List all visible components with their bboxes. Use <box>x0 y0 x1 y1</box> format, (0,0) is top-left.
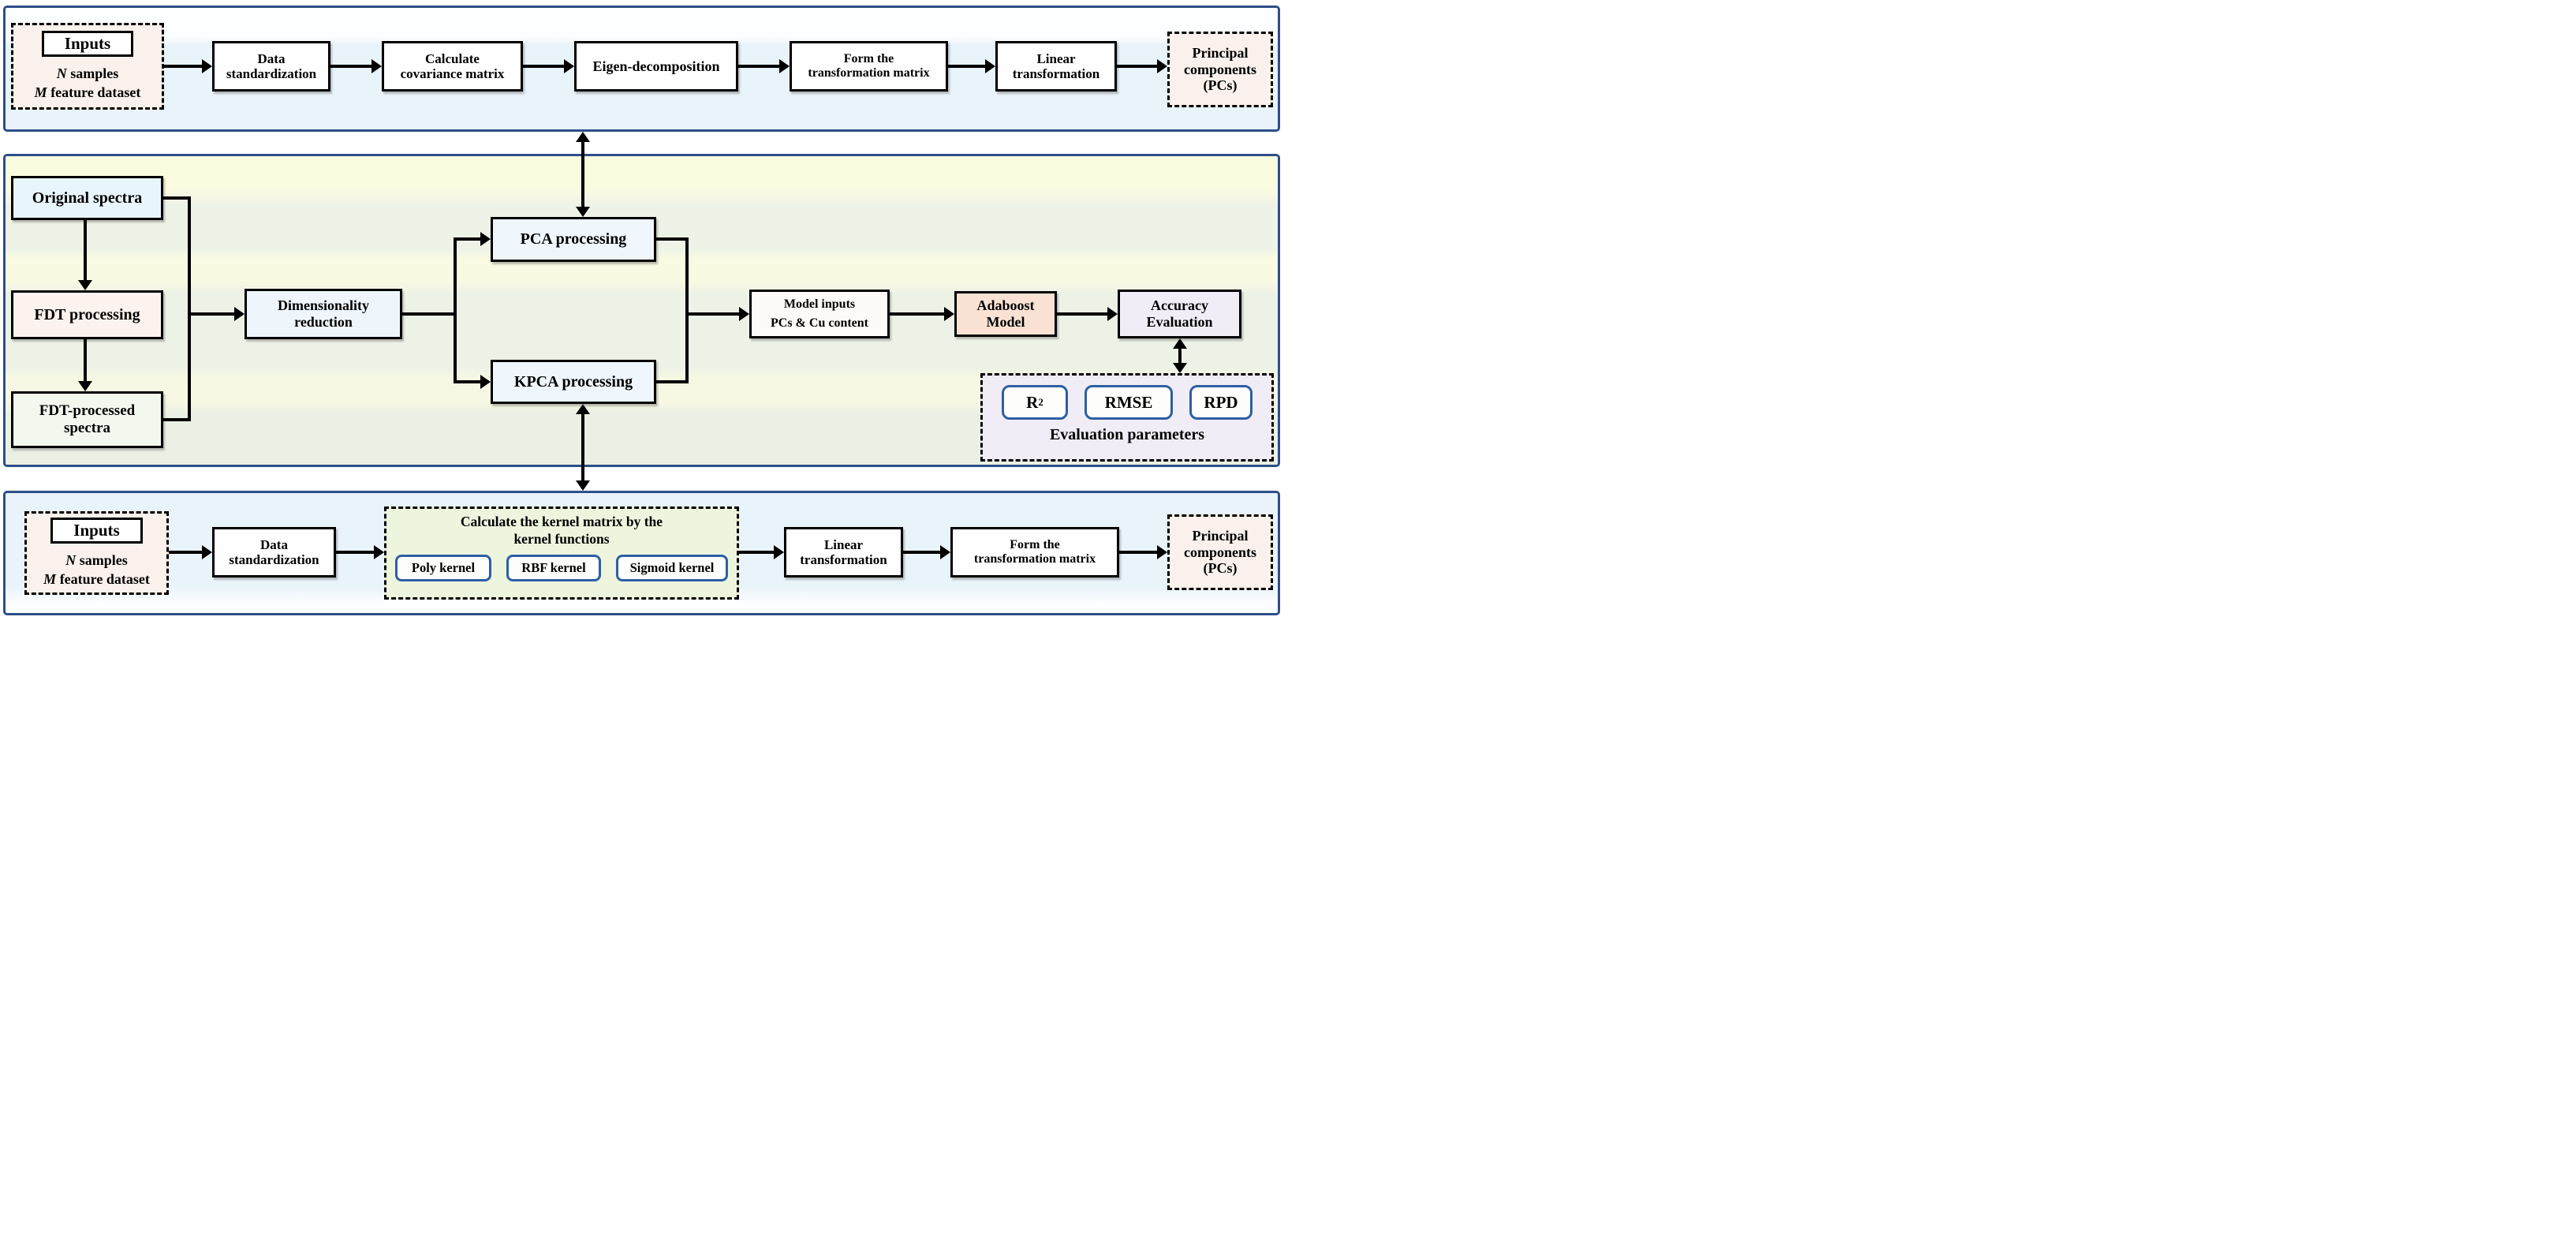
connector-line <box>188 196 191 421</box>
flow-arrow <box>455 375 491 389</box>
model-inputs-line1: Model inputs <box>783 297 856 311</box>
accuracy-evaluation-box: Accuracy Evaluation <box>1118 290 1241 338</box>
fdt-processed-spectra-box: FDT-processed spectra <box>11 391 163 448</box>
top-principal-components-box: Principal components (PCs) <box>1167 32 1273 107</box>
rmse-chip: RMSE <box>1085 385 1173 420</box>
flow-arrow <box>687 307 749 321</box>
top-linear-transformation-box: Linear transformation <box>995 41 1117 92</box>
top-inputs-m-features: M feature dataset <box>34 84 141 101</box>
bottom-inputs-box: Inputs N samples M feature dataset <box>24 511 169 595</box>
poly-kernel-chip: Poly kernel <box>395 554 491 581</box>
connector-line <box>163 418 191 421</box>
down-arrow <box>78 220 92 290</box>
adaboost-model-box: Adaboost Model <box>954 291 1057 337</box>
flow-arrow <box>336 545 384 559</box>
calculate-covariance-box: Calculate covariance matrix <box>382 41 523 92</box>
bottom-inputs-m-features: M feature dataset <box>43 571 150 588</box>
bottom-inputs-n-samples: N samples <box>65 551 128 568</box>
flow-arrow <box>169 545 212 559</box>
flow-arrow <box>890 307 954 321</box>
flow-arrow <box>739 545 784 559</box>
top-inputs-box: Inputs N samples M feature dataset <box>11 23 164 110</box>
original-spectra-box: Original spectra <box>11 176 163 220</box>
flow-arrow <box>948 59 995 73</box>
bidirectional-arrow-pca-link <box>576 132 590 217</box>
kernel-matrix-box: Calculate the kernel matrix by the kerne… <box>384 506 739 600</box>
bidirectional-arrow-evaluation-link <box>1173 338 1187 373</box>
flow-arrow <box>1057 307 1118 321</box>
pca-kpca-adaboost-flowchart: Inputs N samples M feature dataset Data … <box>0 0 1288 620</box>
connector-line <box>656 380 689 383</box>
connector-line <box>163 196 191 200</box>
flow-arrow <box>903 545 950 559</box>
flow-arrow <box>1117 59 1167 73</box>
bottom-form-transformation-matrix-box: Form the transformation matrix <box>950 527 1119 578</box>
evaluation-parameters-label: Evaluation parameters <box>1049 426 1205 443</box>
model-inputs-line2: PCs & Cu content <box>771 316 868 330</box>
flow-arrow <box>163 59 212 73</box>
connector-line <box>656 237 689 241</box>
flow-arrow <box>738 59 790 73</box>
fdt-processing-box: FDT processing <box>11 290 163 339</box>
flow-arrow <box>523 59 574 73</box>
flow-arrow <box>189 307 245 321</box>
connector-line <box>402 312 457 316</box>
connector-line <box>454 237 457 383</box>
model-inputs-box: Model inputs PCs & Cu content <box>749 290 890 338</box>
sigmoid-kernel-chip: Sigmoid kernel <box>616 554 728 581</box>
kpca-processing-box: KPCA processing <box>491 360 656 404</box>
bottom-linear-transformation-box: Linear transformation <box>784 527 903 578</box>
top-inputs-n-samples: N samples <box>56 65 119 81</box>
rpd-chip: RPD <box>1189 385 1253 420</box>
top-form-transformation-matrix-box: Form the transformation matrix <box>790 41 948 92</box>
rbf-kernel-chip: RBF kernel <box>506 554 601 581</box>
down-arrow <box>78 339 92 391</box>
bottom-inputs-title-box: Inputs <box>50 517 143 544</box>
top-data-standardization-box: Data standardization <box>212 41 330 92</box>
bottom-principal-components-box: Principal components (PCs) <box>1167 514 1273 590</box>
pca-processing-box: PCA processing <box>491 217 656 262</box>
bidirectional-arrow-kpca-link <box>576 404 590 491</box>
bottom-data-standardization-box: Data standardization <box>212 527 336 578</box>
connector-line <box>685 237 689 383</box>
bottom-inputs-title: Inputs <box>73 520 120 540</box>
dimensionality-reduction-box: Dimensionality reduction <box>245 289 402 339</box>
flow-arrow <box>1119 545 1167 559</box>
eigen-decomposition-box: Eigen-decomposition <box>574 41 738 92</box>
flow-arrow <box>455 232 491 246</box>
flow-arrow <box>330 59 382 73</box>
kernel-matrix-title: Calculate the kernel matrix by the kerne… <box>460 514 663 547</box>
top-inputs-title: Inputs <box>64 33 111 53</box>
top-inputs-title-box: Inputs <box>41 30 134 57</box>
